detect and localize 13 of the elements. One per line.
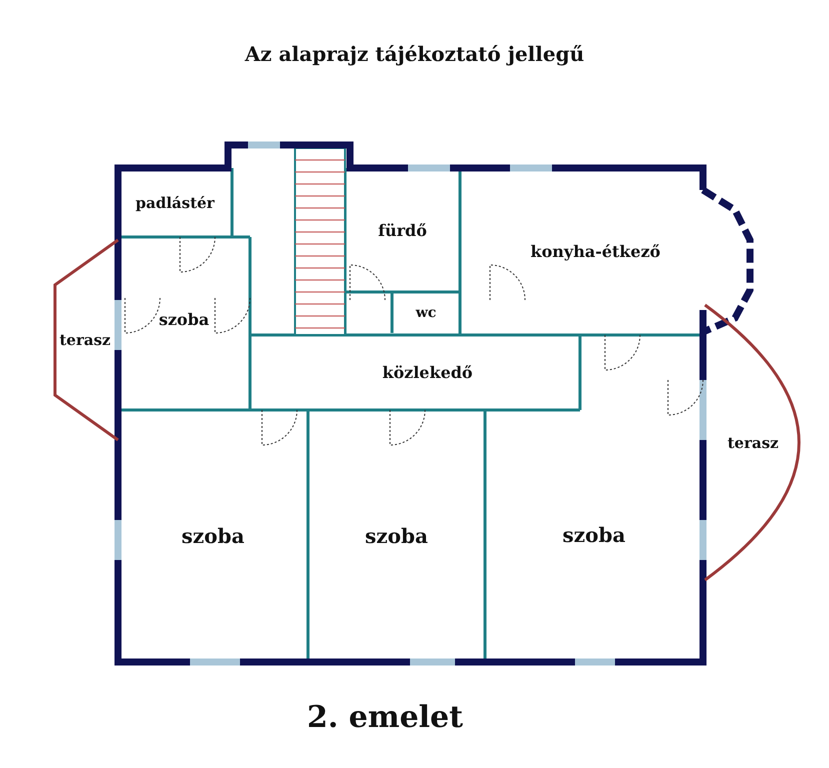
room-label: szoba <box>182 524 244 548</box>
room-label: közlekedő <box>382 363 473 382</box>
terrace-label: terasz <box>59 331 111 349</box>
floor-caption: 2. emelet <box>306 700 464 735</box>
room-label: wc <box>416 304 436 320</box>
room-label: szoba <box>365 524 428 548</box>
room-label: konyha-étkező <box>530 242 660 261</box>
room-label: fürdő <box>378 220 427 240</box>
room-label: padlástér <box>136 194 214 212</box>
plan-note: Az alaprajz tájékoztató jellegű <box>244 42 586 66</box>
room-label: szoba <box>158 310 210 329</box>
terrace-label: terasz <box>727 434 779 452</box>
room-label: szoba <box>562 522 626 546</box>
